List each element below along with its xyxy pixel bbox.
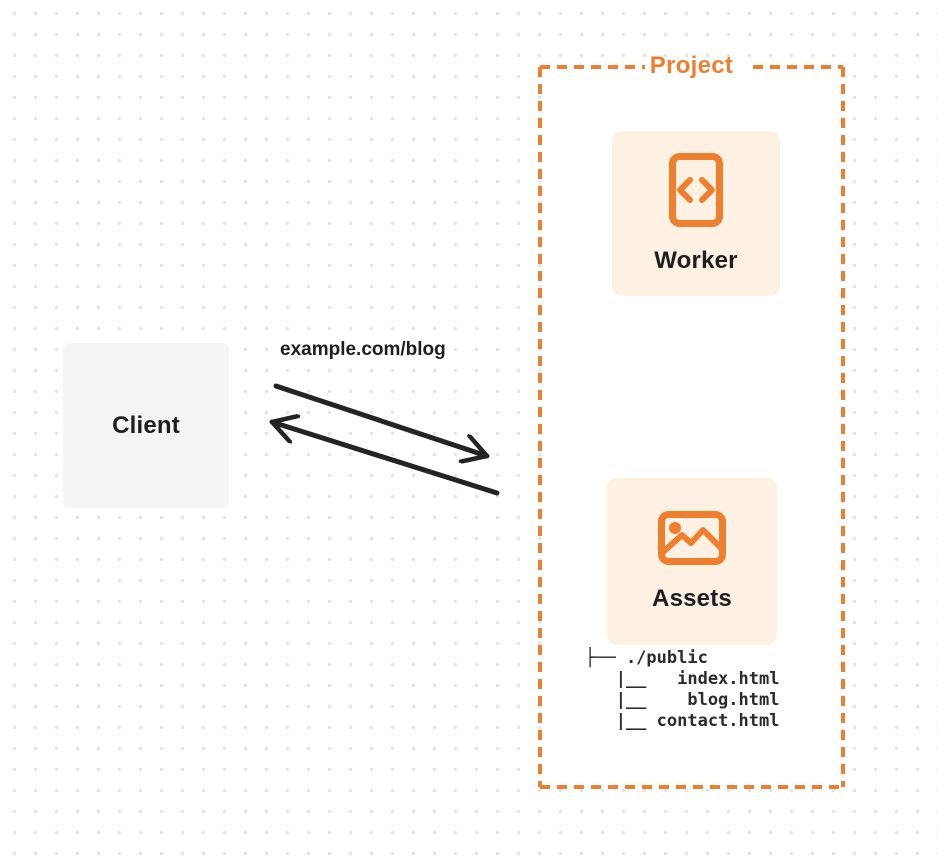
code-file-icon [669, 152, 723, 232]
file-tree-line: |__ blog.html [585, 690, 780, 710]
client-box: Client [63, 343, 229, 508]
assets-file-tree: ├── ./public |__ index.html |__ blog.htm… [585, 648, 779, 732]
assets-card: Assets [607, 478, 777, 645]
assets-label: Assets [652, 584, 732, 612]
worker-label: Worker [654, 246, 738, 274]
file-tree-line: |__ contact.html [585, 711, 780, 731]
project-label: Project [649, 52, 734, 79]
request-url-label: example.com/blog [280, 339, 446, 360]
image-icon [658, 510, 726, 570]
file-tree-line: |__ index.html [585, 669, 780, 689]
request-response-arrows [269, 383, 500, 496]
project-boundary-border [538, 65, 845, 789]
file-tree-line: ├── ./public [585, 648, 708, 668]
request-arrow [273, 383, 490, 456]
worker-card: Worker [612, 131, 780, 296]
response-arrow [269, 422, 500, 496]
client-label: Client [112, 411, 180, 439]
